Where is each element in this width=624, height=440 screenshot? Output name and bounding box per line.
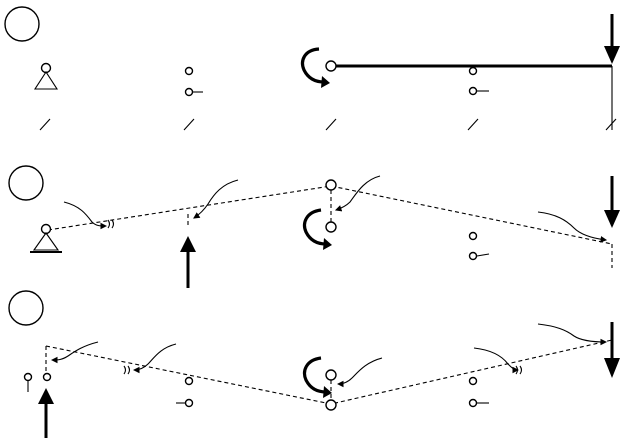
pin-support-2	[30, 223, 62, 253]
applied-moment-2	[302, 208, 332, 250]
reaction-arrow-2	[180, 236, 196, 288]
applied-moment-1	[300, 47, 330, 88]
hinge-symbol-2	[468, 231, 490, 261]
point-load-3	[604, 322, 620, 378]
leader-curves-2	[63, 175, 608, 243]
beam-end-node-1	[325, 60, 337, 72]
panel-3-label-circle	[8, 290, 44, 326]
pin-support-1	[33, 62, 59, 90]
deflected-node-3a	[325, 369, 337, 381]
deflected-node-2b	[325, 221, 337, 233]
panel-1	[4, 6, 620, 131]
reaction-arrow-3	[38, 388, 54, 438]
hinge-symbol-3b	[468, 376, 489, 408]
deflected-node-3b	[325, 399, 337, 411]
hinge-symbol-1a	[184, 66, 203, 97]
panel-1-label-circle	[4, 6, 40, 42]
leader-curves-3	[50, 323, 608, 388]
applied-moment-3	[302, 356, 332, 398]
panel-3	[8, 290, 620, 438]
panel-2-label-circle	[8, 165, 44, 201]
point-load-2	[604, 176, 620, 228]
panel-2	[8, 165, 620, 288]
support-node-3	[23, 372, 52, 392]
ground-ticks-1	[39, 118, 617, 131]
deflected-shape-2	[47, 185, 613, 245]
point-load-1	[604, 14, 620, 64]
hinge-symbol-3a	[176, 376, 194, 408]
deflected-node-2a	[325, 179, 337, 191]
hinge-symbol-1b	[468, 66, 489, 96]
